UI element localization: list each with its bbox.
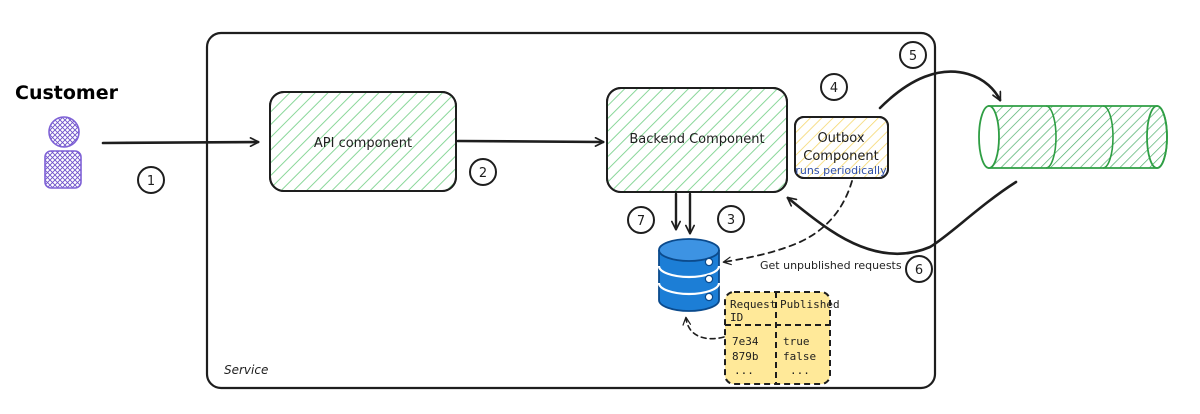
table-cell-r3c1: ... bbox=[734, 364, 754, 377]
arrow-table-to-db-dashed bbox=[682, 316, 725, 340]
outbox-title-line1: Outbox bbox=[817, 131, 864, 146]
customer-label: Customer bbox=[15, 82, 119, 104]
arrow-api-to-backend bbox=[456, 136, 605, 147]
table-cell-r3c2: ... bbox=[790, 364, 810, 377]
table-cell-r1c2: true bbox=[783, 335, 810, 348]
step-2: 2 bbox=[469, 158, 497, 186]
message-queue-icon[interactable] bbox=[978, 105, 1168, 169]
step-7: 7 bbox=[627, 206, 655, 234]
step-4-label: 4 bbox=[830, 81, 838, 96]
customer-actor[interactable]: Customer bbox=[15, 82, 119, 189]
table-cell-r2c1: 879b bbox=[732, 350, 759, 363]
backend-component-label: Backend Component bbox=[629, 132, 764, 147]
table-cell-r2c2: false bbox=[783, 350, 816, 363]
step-3-label: 3 bbox=[727, 213, 735, 228]
backend-component[interactable]: Backend Component bbox=[606, 87, 788, 193]
step-6: 6 bbox=[905, 255, 933, 283]
step-7-label: 7 bbox=[637, 214, 645, 229]
step-4: 4 bbox=[820, 73, 848, 101]
step-1-label: 1 bbox=[147, 174, 155, 189]
service-label: Service bbox=[224, 363, 268, 377]
edge-label-get-unpublished: Get unpublished requests bbox=[760, 259, 902, 272]
service-boundary: Service bbox=[205, 31, 937, 390]
person-icon bbox=[44, 116, 82, 189]
database-icon[interactable] bbox=[657, 238, 721, 312]
api-component-label: API component bbox=[314, 136, 412, 151]
arrows bbox=[101, 70, 1018, 340]
outbox-table: Request ID Published 7e34 879b ... true … bbox=[724, 291, 840, 385]
arrow-customer-to-api bbox=[101, 137, 260, 148]
step-3: 3 bbox=[717, 205, 745, 233]
arrow-queue-to-backend bbox=[786, 180, 1018, 255]
step-1: 1 bbox=[137, 166, 165, 194]
table-header-request-line2: ID bbox=[730, 311, 743, 324]
outbox-title-line2: Component bbox=[803, 149, 878, 164]
step-6-label: 6 bbox=[915, 263, 923, 278]
arrow-outbox-to-db-dashed bbox=[722, 180, 853, 266]
step-5-label: 5 bbox=[909, 49, 917, 64]
api-component[interactable]: API component bbox=[269, 91, 457, 192]
table-header-published: Published bbox=[780, 298, 840, 311]
outbox-component[interactable]: Outbox Component runs periodically bbox=[794, 116, 889, 179]
table-header-request-line1: Request bbox=[730, 298, 776, 311]
step-5: 5 bbox=[899, 41, 927, 69]
outbox-note: runs periodically bbox=[795, 164, 887, 177]
step-2-label: 2 bbox=[479, 166, 487, 181]
table-cell-r1c1: 7e34 bbox=[732, 335, 759, 348]
arrow-outbox-to-queue bbox=[878, 70, 1002, 110]
step-markers: 1 2 3 4 5 6 7 bbox=[137, 41, 933, 283]
